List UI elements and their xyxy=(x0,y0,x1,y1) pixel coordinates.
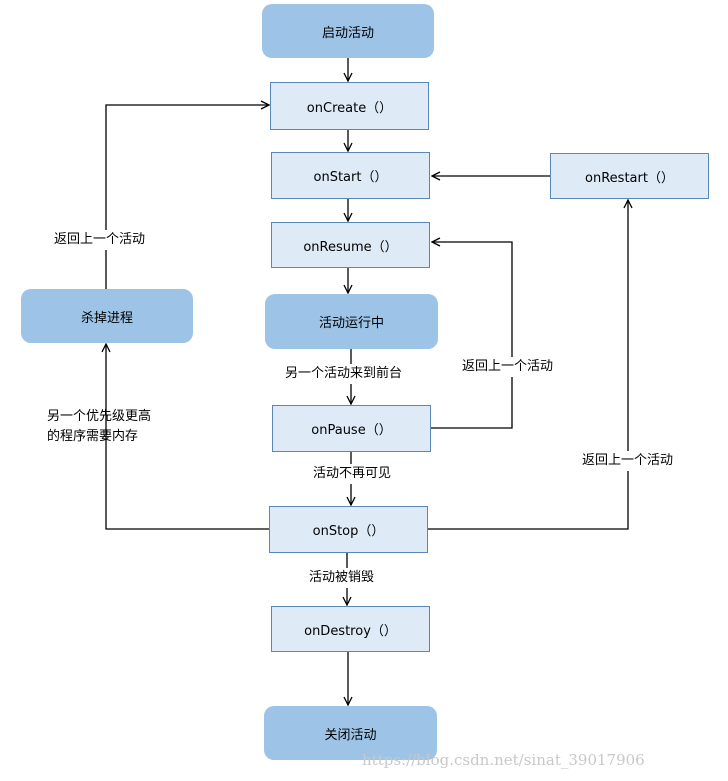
arrow-onstop-to-onrestart xyxy=(428,200,628,530)
label-pause-to-resume: 返回上一个活动 xyxy=(462,357,554,377)
onpause-node: onPause（） xyxy=(272,405,431,452)
label-activity-invisible: 活动不再可见 xyxy=(313,464,392,484)
onresume-node: onResume（） xyxy=(271,222,430,268)
close-activity-node: 关闭活动 xyxy=(264,706,437,760)
kill-process-node: 杀掉进程 xyxy=(21,289,193,343)
onrestart-node: onRestart（） xyxy=(550,153,709,199)
label-memory-line2: 的程序需要内存 xyxy=(47,429,139,444)
label-memory-needed: 另一个优先级更高 的程序需要内存 xyxy=(47,407,151,447)
label-memory-line1: 另一个优先级更高 xyxy=(47,409,152,424)
arrow-onstop-to-kill xyxy=(106,344,269,530)
label-kill-to-create: 返回上一个活动 xyxy=(54,230,146,250)
ondestroy-node: onDestroy（） xyxy=(271,606,430,652)
label-activity-destroyed: 活动被销毁 xyxy=(309,568,375,588)
oncreate-node: onCreate（） xyxy=(270,82,429,130)
arrow-onpause-to-onresume xyxy=(431,242,513,429)
label-other-activity-foreground: 另一个活动来到前台 xyxy=(285,364,403,384)
onstart-node: onStart（） xyxy=(271,152,430,199)
onstop-node: onStop（） xyxy=(269,506,428,553)
start-activity-node: 启动活动 xyxy=(262,4,434,58)
arrow-kill-to-oncreate xyxy=(105,105,269,289)
watermark: https://blog.csdn.net/sinat_39017906 xyxy=(362,751,645,769)
label-stop-to-restart: 返回上一个活动 xyxy=(582,451,674,471)
activity-running-node: 活动运行中 xyxy=(265,294,438,349)
